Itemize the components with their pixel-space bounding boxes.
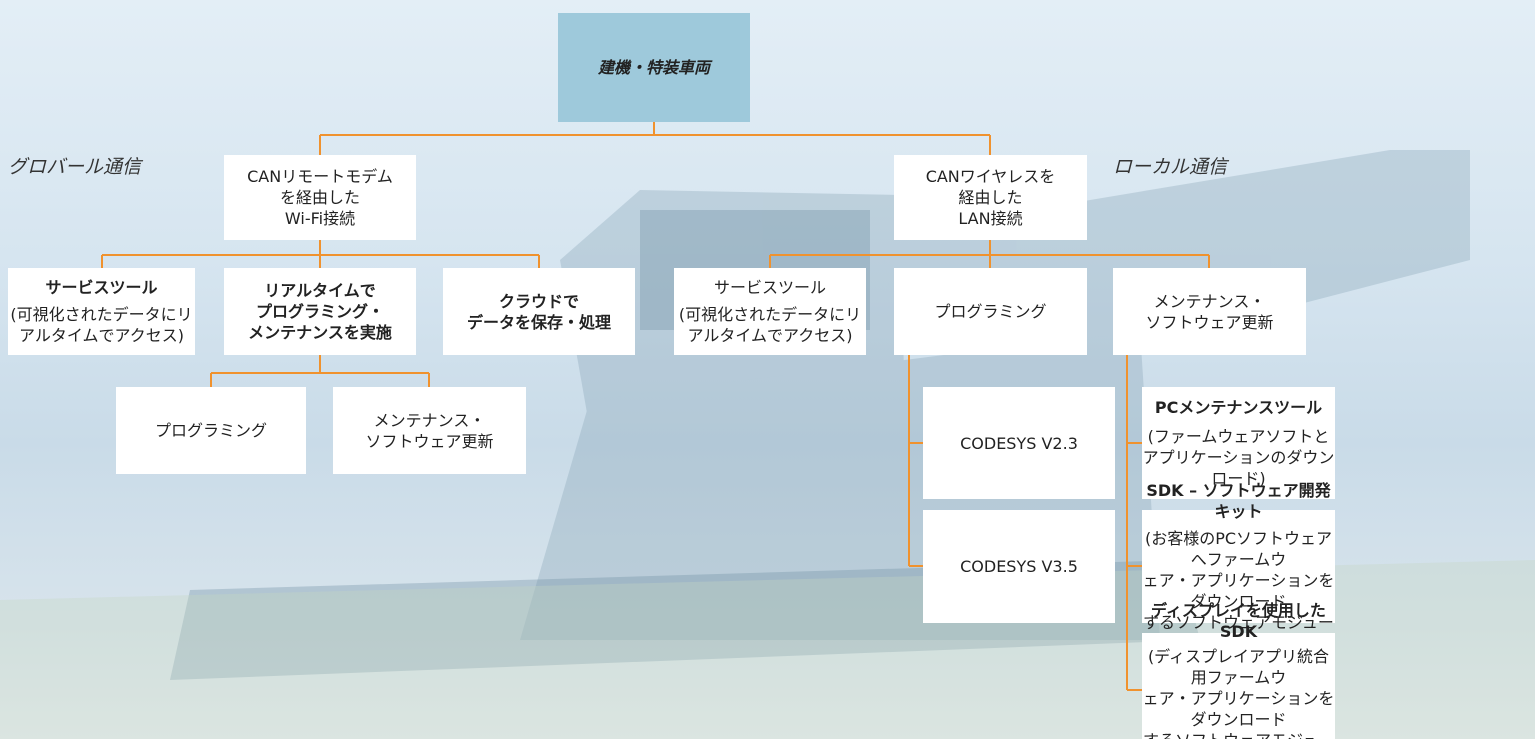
sdk-desc: (お客様のPCソフトウェアへファームウ ェア・アプリケーションをダウンロード す… [1142,528,1335,653]
global-service-tool-title: サービスツール [45,278,158,297]
codesys-v35-label: CODESYS V3.5 [960,557,1078,576]
connector-programming-to-codesys [908,355,923,567]
global-service-tool-desc: (可視化されたデータにリ アルタイムでアクセス) [10,305,193,345]
codesys-v35-node: CODESYS V3.5 [923,510,1115,623]
codesys-v23-node: CODESYS V2.3 [923,387,1115,499]
sdk-title: SDK – ソフトウェア開発キット [1146,480,1331,521]
connector-local-to-children [769,240,1210,268]
global-cloud-title: クラウドで データを保存・処理 [466,291,611,332]
connector-maintenance-to-tools [1126,355,1142,691]
global-service-tool-node: サービスツール (可視化されたデータにリ アルタイムでアクセス) [8,268,195,355]
global-maintenance-node: メンテナンス・ ソフトウェア更新 [333,387,526,474]
global-programming-node: プログラミング [116,387,306,474]
root-node: 建機・特装車両 [558,13,750,122]
sdk-node: SDK – ソフトウェア開発キット (お客様のPCソフトウェアへファームウ ェア… [1142,481,1335,653]
global-cloud-node: クラウドで データを保存・処理 [443,268,635,355]
local-programming-node: プログラミング [894,268,1087,355]
global-realtime-node: リアルタイムで プログラミング・ メンテナンスを実施 [224,268,416,355]
global-programming-label: プログラミング [154,421,267,440]
local-programming-label: プログラミング [934,302,1047,321]
pc-maintenance-tool-title: PCメンテナンスツール [1154,398,1323,417]
root-label: 建機・特装車両 [597,58,710,77]
global-realtime-title: リアルタイムで プログラミング・ メンテナンスを実施 [248,281,392,342]
local-service-tool-desc: (可視化されたデータにリ アルタイムでアクセス) [678,305,862,345]
local-heading: ローカル通信 [1113,156,1228,178]
global-maintenance-label: メンテナンス・ ソフトウェア更新 [365,410,494,451]
connector-root-to-branches [319,122,991,155]
local-service-tool-title: サービスツール [713,278,826,297]
global-heading: グロバール通信 [8,156,142,178]
local-maintenance-node: メンテナンス・ ソフトウェア更新 [1113,268,1306,355]
local-service-tool-node: サービスツール (可視化されたデータにリ アルタイムでアクセス) [674,268,866,355]
connector-realtime-to-grandchildren [210,355,430,387]
display-sdk-node: ディスプレイを使用したSDK (ディスプレイアプリ統合用ファームウ ェア・アプリ… [1142,601,1335,739]
connector-global-to-children [101,240,540,268]
global-connection-node: CANリモートモデム を経由した Wi-Fi接続 [224,155,416,240]
display-sdk-desc: (ディスプレイアプリ統合用ファームウ ェア・アプリケーションをダウンロード する… [1142,647,1335,739]
global-connection-label: CANリモートモデム を経由した Wi-Fi接続 [247,167,393,228]
local-connection-node: CANワイヤレスを 経由した LAN接続 [894,155,1087,240]
display-sdk-title: ディスプレイを使用したSDK [1151,601,1326,641]
pc-maintenance-tool-desc: (ファームウェアソフトと アプリケーションのダウンロード) [1142,427,1335,488]
pc-maintenance-tool-node: PCメンテナンスツール (ファームウェアソフトと アプリケーションのダウンロード… [1142,387,1335,499]
local-connection-label: CANワイヤレスを 経由した LAN接続 [925,167,1056,228]
local-maintenance-label: メンテナンス・ ソフトウェア更新 [1145,291,1274,332]
codesys-v23-label: CODESYS V2.3 [960,433,1078,453]
